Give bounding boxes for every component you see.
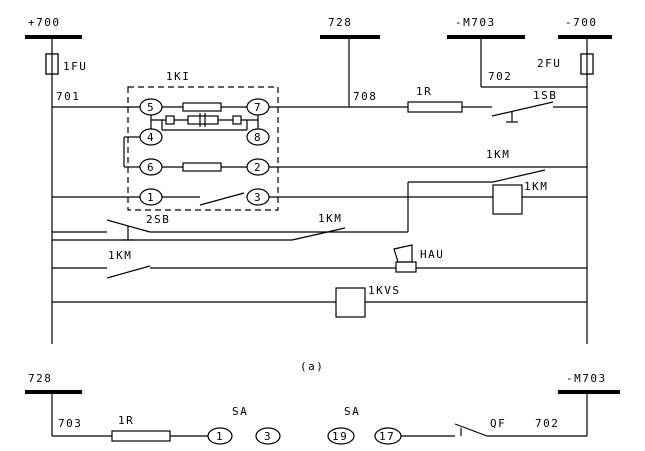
sa-right-label: SA bbox=[344, 405, 360, 418]
bus-label-minus700: -700 bbox=[565, 16, 598, 29]
bottom-wire-703-label: 703 bbox=[58, 417, 82, 430]
coil-1km bbox=[492, 184, 523, 215]
sa-terminal-19 bbox=[327, 427, 355, 445]
bottom-wire-702-label: 702 bbox=[535, 417, 559, 430]
resistor-1r-label: 1R bbox=[416, 85, 432, 98]
relay-res-62 bbox=[182, 162, 222, 172]
pin-4-label: 4 bbox=[147, 131, 155, 144]
pin-6-label: 6 bbox=[147, 161, 155, 174]
figure-caption: (a) bbox=[300, 360, 324, 373]
wire-708-label: 708 bbox=[353, 90, 377, 103]
relay-1ki-dashed-box bbox=[127, 86, 279, 211]
wire-701-label: 701 bbox=[56, 90, 80, 103]
km-contact-c-label: 1KM bbox=[108, 249, 132, 262]
bus-label-plus700: +700 bbox=[28, 16, 61, 29]
horn-hau-body bbox=[395, 261, 417, 273]
coil-1kvs bbox=[335, 287, 366, 318]
horn-hau-bell bbox=[393, 244, 413, 263]
pin-2-label: 2 bbox=[254, 161, 262, 174]
fuse-2fu-label: 2FU bbox=[537, 57, 561, 70]
sa-terminal-17-label: 17 bbox=[379, 430, 395, 443]
relay-1ki-label: 1KI bbox=[166, 70, 190, 83]
pin-3-label: 3 bbox=[254, 191, 262, 204]
pin-8-label: 8 bbox=[254, 131, 262, 144]
switch-1sb-blade bbox=[491, 101, 554, 117]
sa-terminal-3-label: 3 bbox=[264, 430, 272, 443]
sa-terminal-1-label: 1 bbox=[216, 430, 224, 443]
sa-terminal-3 bbox=[255, 427, 281, 445]
bottom-bus-728-label: 728 bbox=[28, 372, 52, 385]
relay-net-res-top bbox=[187, 115, 219, 125]
pin-7-label: 7 bbox=[254, 101, 262, 114]
switch-2sb-label: 2SB bbox=[146, 213, 170, 226]
horn-hau-label: HAU bbox=[420, 248, 444, 261]
km-contact-a-label: 1KM bbox=[486, 148, 510, 161]
sa-terminal-1 bbox=[207, 427, 233, 445]
qf-label: QF bbox=[490, 417, 506, 430]
relay-coil-57 bbox=[182, 102, 222, 112]
pin-1-label: 1 bbox=[147, 191, 155, 204]
sa-left-label: SA bbox=[232, 405, 248, 418]
coil-1km-label: 1KM bbox=[524, 180, 548, 193]
relay-net-small-right bbox=[232, 115, 242, 125]
bottom-resistor-label: 1R bbox=[118, 414, 134, 427]
relay-contact-13 bbox=[199, 192, 245, 206]
bus-label-728: 728 bbox=[328, 16, 352, 29]
bottom-bus-m703-label: -M703 bbox=[566, 372, 607, 385]
sa-terminal-19-label: 19 bbox=[332, 430, 348, 443]
qf-contact-blade bbox=[454, 423, 488, 437]
km-contact-c-blade bbox=[106, 265, 151, 279]
fuse-1fu-label: 1FU bbox=[63, 60, 87, 73]
km-contact-a-blade bbox=[492, 169, 546, 183]
km-contact-b-blade bbox=[291, 227, 346, 241]
coil-1kvs-label: 1KVS bbox=[368, 284, 401, 297]
wire-702-label: 702 bbox=[488, 70, 512, 83]
pin-5-label: 5 bbox=[147, 101, 155, 114]
relay-net-small-left bbox=[165, 115, 175, 125]
bus-label-m703: -M703 bbox=[455, 16, 496, 29]
resistor-1r bbox=[407, 101, 463, 113]
bottom-resistor-1r bbox=[111, 430, 171, 442]
switch-1sb-label: 1SB bbox=[533, 89, 557, 102]
km-contact-b-label: 1KM bbox=[318, 212, 342, 225]
